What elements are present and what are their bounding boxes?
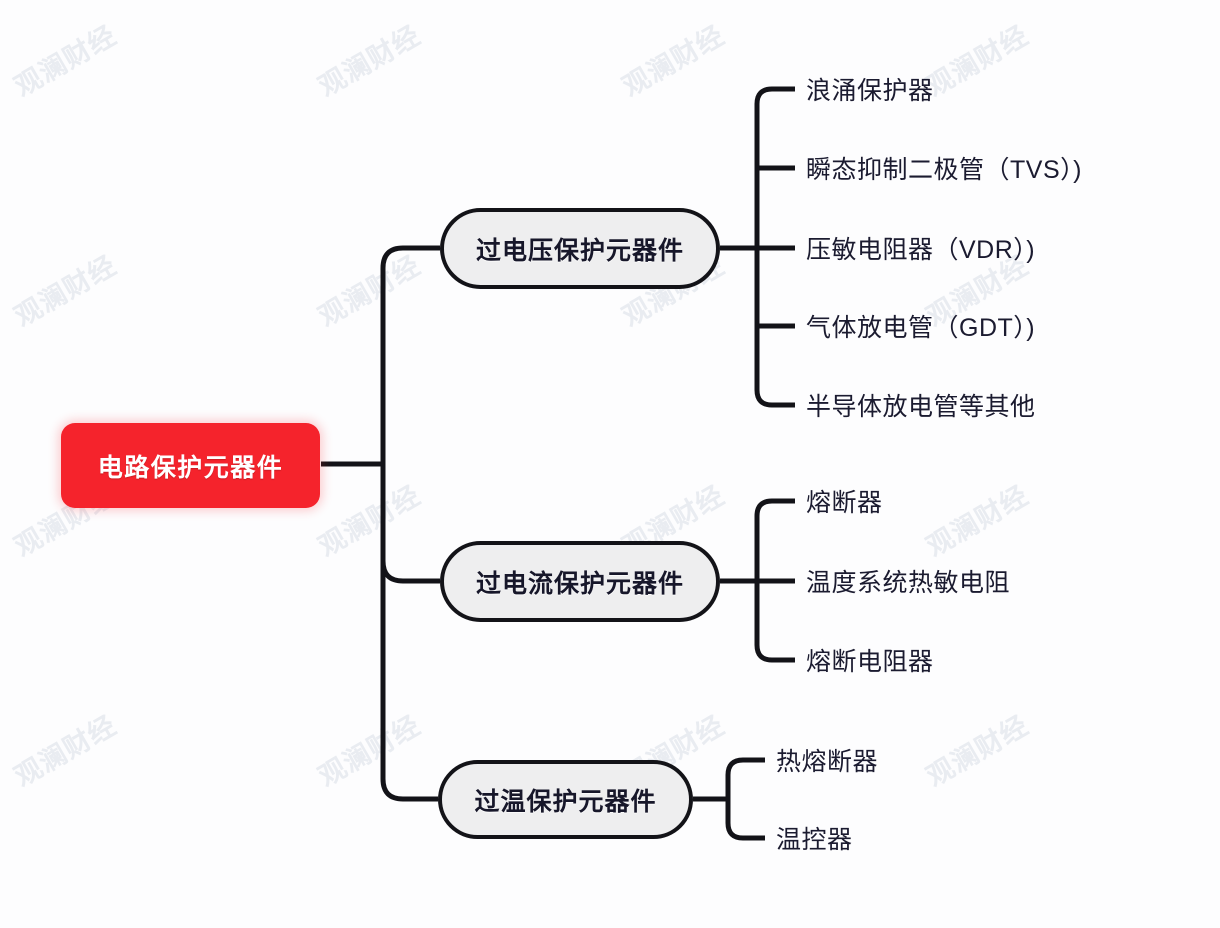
leaf-label[interactable]: 瞬态抑制二极管（TVS）)	[806, 156, 1082, 184]
watermark: 观澜财经	[921, 480, 1034, 563]
branch-node-overcurrent[interactable]: 过电流保护元器件	[440, 541, 720, 622]
watermark: 观澜财经	[921, 710, 1034, 793]
watermark: 观澜财经	[313, 20, 426, 103]
leaf-label[interactable]: 熔断器	[806, 489, 883, 517]
watermark: 观澜财经	[9, 20, 122, 103]
leaf-label[interactable]: 温度系统热敏电阻	[806, 569, 1011, 597]
leaf-label[interactable]: 半导体放电管等其他	[806, 393, 1036, 421]
leaf-label[interactable]: 浪涌保护器	[806, 77, 934, 105]
watermark: 观澜财经	[9, 250, 122, 333]
leaf-label[interactable]: 热熔断器	[776, 748, 879, 776]
wire-trunk-to-branch-1	[380, 245, 440, 464]
wire-trunk-to-branch-3	[380, 464, 438, 802]
watermark: 观澜财经	[921, 20, 1034, 103]
leaf-label[interactable]: 气体放电管（GDT）)	[806, 314, 1036, 342]
watermark: 观澜财经	[313, 250, 426, 333]
watermark: 观澜财经	[313, 480, 426, 563]
leaf-label[interactable]: 压敏电阻器（VDR）)	[806, 236, 1036, 264]
watermark: 观澜财经	[313, 710, 426, 793]
branch-node-overtemperature[interactable]: 过温保护元器件	[438, 760, 693, 839]
root-node-label: 电路保护元器件	[97, 453, 284, 482]
wire-branch-1-bracket	[754, 86, 795, 408]
leaf-label[interactable]: 温控器	[776, 826, 853, 854]
wire-branch-2-bracket	[754, 498, 795, 663]
wire-branch-3-bracket	[725, 757, 765, 841]
branch-node-label: 过电流保护元器件	[475, 569, 684, 598]
watermark: 观澜财经	[617, 20, 730, 103]
root-node[interactable]: 电路保护元器件	[61, 423, 320, 508]
branch-node-label: 过温保护元器件	[474, 787, 657, 816]
leaf-label[interactable]: 熔断电阻器	[806, 648, 934, 676]
branch-node-overvoltage[interactable]: 过电压保护元器件	[440, 208, 720, 289]
wire-trunk-to-branch-2	[380, 464, 440, 584]
watermark: 观澜财经	[9, 710, 122, 793]
branch-node-label: 过电压保护元器件	[475, 236, 684, 265]
